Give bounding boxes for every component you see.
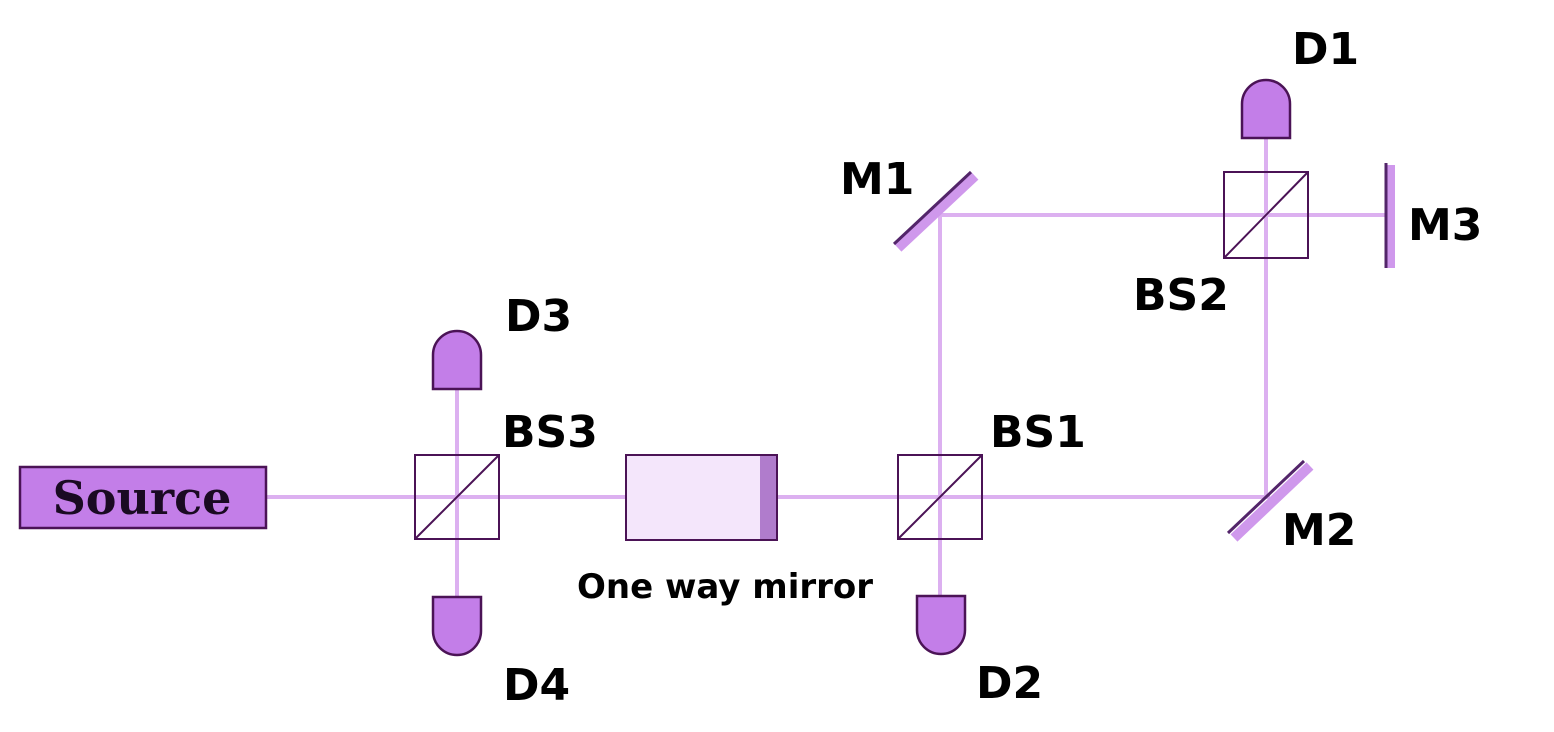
source-rect bbox=[18, 465, 268, 530]
bs3-label: BS3 bbox=[502, 407, 598, 458]
m1-back bbox=[892, 170, 973, 246]
d2-body bbox=[915, 594, 967, 656]
mirror-m3: M3 bbox=[1384, 163, 1482, 268]
d2-label: D2 bbox=[976, 658, 1043, 709]
detector-d3: D3 bbox=[431, 291, 572, 391]
bs1-cube bbox=[897, 454, 983, 540]
one-way-mirror-label: One way mirror bbox=[577, 567, 873, 607]
d1-label: D1 bbox=[1292, 24, 1359, 75]
one-way-mirror-body bbox=[625, 454, 778, 541]
mirror-m2: M2 bbox=[1226, 459, 1356, 556]
bs1-label: BS1 bbox=[990, 407, 1086, 458]
m3-label: M3 bbox=[1408, 200, 1482, 251]
bs2-diagonal bbox=[1223, 171, 1309, 259]
d3-body bbox=[431, 329, 483, 391]
beam-splitter-bs3: BS3 bbox=[414, 407, 598, 540]
bs3-diagonal bbox=[414, 454, 500, 540]
bs1-diagonal bbox=[897, 454, 983, 540]
m1-reflective-face bbox=[894, 172, 979, 252]
source-label: Source bbox=[53, 471, 232, 525]
bs2-cube bbox=[1223, 171, 1309, 259]
beam-splitter-bs1: BS1 bbox=[897, 407, 1086, 540]
detector-d1: D1 bbox=[1240, 24, 1359, 140]
d3-label: D3 bbox=[505, 291, 572, 342]
beam-splitter-bs2: BS2 bbox=[1133, 171, 1309, 321]
one-way-mirror: One way mirror bbox=[577, 454, 873, 607]
m2-back bbox=[1226, 459, 1306, 535]
d4-label: D4 bbox=[503, 660, 570, 711]
m2-label: M2 bbox=[1282, 505, 1356, 556]
m2-reflective-face bbox=[1230, 462, 1314, 542]
source-box: Source bbox=[18, 465, 268, 530]
one-way-mirror-reflective-edge bbox=[760, 456, 776, 539]
bs2-label: BS2 bbox=[1133, 270, 1229, 321]
d1-body bbox=[1240, 78, 1292, 140]
detector-d4: D4 bbox=[431, 595, 570, 711]
d4-body bbox=[431, 595, 483, 657]
m1-label: M1 bbox=[840, 154, 914, 205]
bs3-cube bbox=[414, 454, 500, 540]
detector-d2: D2 bbox=[915, 594, 1043, 709]
mirror-m1: M1 bbox=[840, 154, 979, 252]
